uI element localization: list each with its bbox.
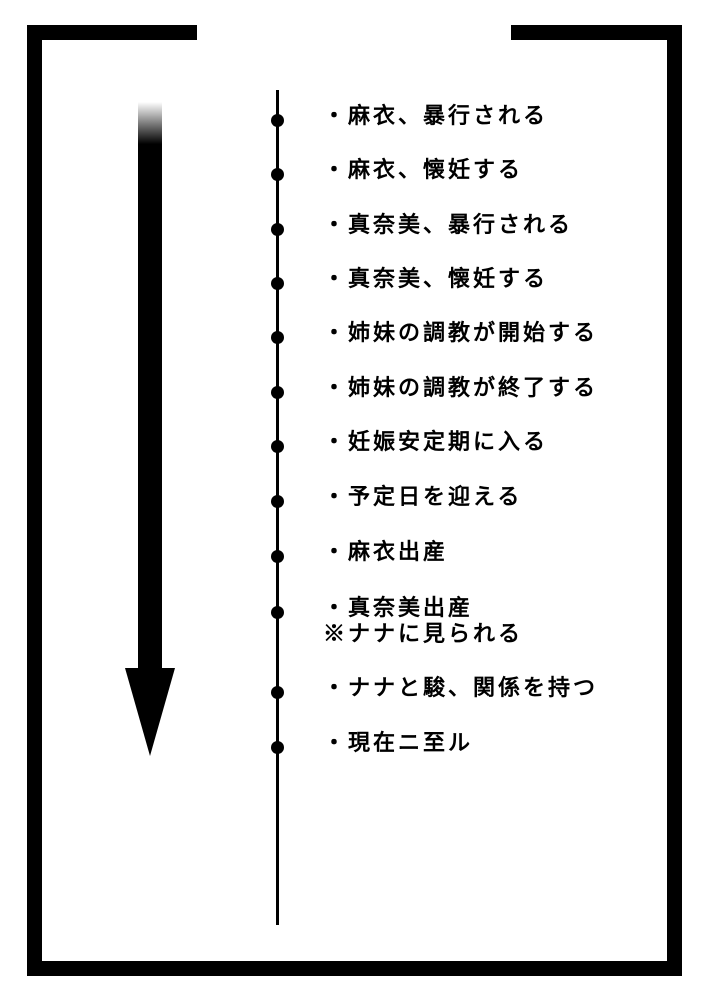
timeline-dot bbox=[271, 331, 284, 344]
timeline-event: ・真奈美、懐妊する bbox=[0, 267, 708, 297]
timeline-event-label: ・予定日を迎える bbox=[323, 484, 523, 510]
timeline-dot bbox=[271, 114, 284, 127]
timeline-dot bbox=[271, 686, 284, 699]
timeline-event: ・麻衣出産 bbox=[0, 540, 708, 570]
frame-top-left bbox=[27, 25, 197, 40]
timeline-dot bbox=[271, 741, 284, 754]
timeline-dot bbox=[271, 168, 284, 181]
timeline-event: ・麻衣、懐妊する bbox=[0, 158, 708, 188]
timeline-event: ・予定日を迎える bbox=[0, 485, 708, 515]
timeline-event-label: ・麻衣出産 bbox=[323, 539, 449, 565]
frame-bottom bbox=[27, 961, 682, 976]
timeline-event: ・現在ニ至ル bbox=[0, 731, 708, 761]
frame-right bbox=[667, 25, 682, 976]
timeline-event-label: ・真奈美出産 bbox=[323, 595, 474, 621]
timeline-event-label: ・ナナと駿、関係を持つ bbox=[323, 675, 599, 701]
timeline-event: ・真奈美出産 ※ナナに見られる bbox=[0, 596, 708, 652]
timeline-event-note: ※ナナに見られる bbox=[323, 621, 524, 647]
timeline-event: ・姉妹の調教が開始する bbox=[0, 321, 708, 351]
timeline-event: ・ナナと駿、関係を持つ bbox=[0, 676, 708, 706]
timeline-event: ・麻衣、暴行される bbox=[0, 104, 708, 134]
down-arrow-icon bbox=[125, 668, 175, 756]
timeline-dot bbox=[271, 223, 284, 236]
timeline-event-label: ・麻衣、懐妊する bbox=[323, 157, 524, 183]
timeline-event-label: ・妊娠安定期に入る bbox=[323, 429, 549, 455]
timeline-event: ・妊娠安定期に入る bbox=[0, 430, 708, 460]
timeline-dot bbox=[271, 277, 284, 290]
timeline-event-label: ・姉妹の調教が終了する bbox=[323, 375, 599, 401]
timeline-event: ・真奈美、暴行される bbox=[0, 213, 708, 243]
timeline-event-label: ・現在ニ至ル bbox=[323, 730, 474, 756]
down-arrow-shaft bbox=[138, 102, 162, 674]
timeline-event-label: ・真奈美、暴行される bbox=[323, 212, 574, 238]
timeline-event-label: ・姉妹の調教が開始する bbox=[323, 320, 599, 346]
timeline-dot bbox=[271, 386, 284, 399]
timeline-dot bbox=[271, 606, 284, 619]
timeline-dot bbox=[271, 440, 284, 453]
timeline-dot bbox=[271, 550, 284, 563]
timeline-event: ・姉妹の調教が終了する bbox=[0, 376, 708, 406]
frame-top-right bbox=[511, 25, 682, 40]
timeline-event-label: ・麻衣、暴行される bbox=[323, 103, 549, 129]
frame-left bbox=[27, 25, 42, 976]
timeline-dot bbox=[271, 495, 284, 508]
timeline-event-label: ・真奈美、懐妊する bbox=[323, 266, 549, 292]
